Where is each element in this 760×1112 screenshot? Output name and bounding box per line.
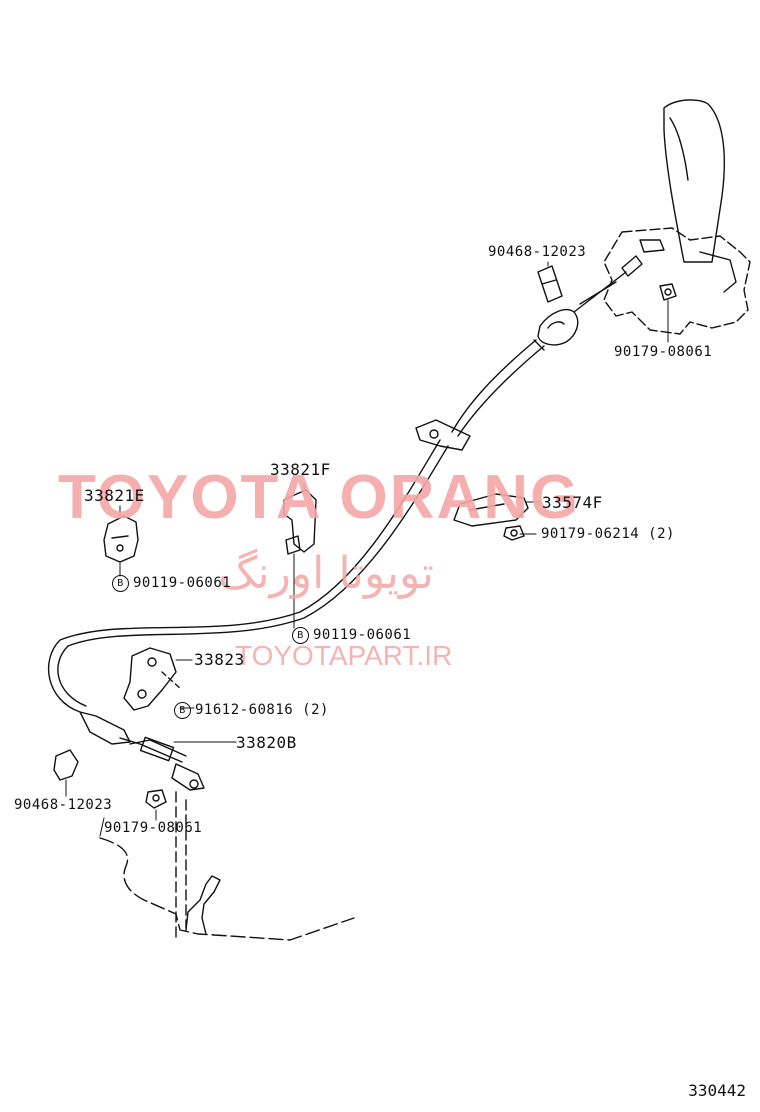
- diagram-code: 330442: [688, 1081, 746, 1100]
- watermark-brand: TOYOTA ORANG: [58, 463, 581, 532]
- bolt-symbol: B: [112, 575, 129, 592]
- label-90179-bottom: 90179-08061: [104, 820, 203, 836]
- nut-90179-bottom: [145, 789, 167, 809]
- shift-cable: [47, 339, 545, 713]
- watermark-brand-fa: تویوتا اورنگ: [218, 548, 434, 599]
- label-33820B: 33820B: [236, 733, 297, 752]
- bolt-symbol: B: [174, 702, 191, 719]
- clip-90468-top: [537, 265, 563, 303]
- transmission-outline: [99, 791, 355, 941]
- cable-grommet: [415, 419, 471, 451]
- label-33821E: 33821E: [84, 486, 145, 505]
- bracket-33823: [123, 647, 183, 711]
- leader-lines: [65, 261, 669, 837]
- label-33823: 33823: [194, 650, 245, 669]
- watermark-site: TOYOTAPART.IR: [235, 640, 453, 671]
- cable-upper-end: [533, 255, 643, 351]
- bracket-33821E: [103, 515, 139, 563]
- nut-90179-06214: [503, 525, 525, 541]
- label-90179-top: 90179-08061: [614, 344, 713, 360]
- nut-90179-top: [659, 283, 677, 301]
- label-90179-06214: 90179-06214 (2): [541, 526, 675, 542]
- shift-lever-knob: [663, 99, 725, 263]
- label-90468-top: 90468-12023: [488, 244, 587, 260]
- shift-lever-housing: [603, 227, 751, 335]
- label-90468-bottom: 90468-12023: [14, 797, 113, 813]
- bolt-symbol: B: [292, 627, 309, 644]
- clip-90468-bottom: [53, 749, 79, 781]
- label-33574F: 33574F: [542, 493, 603, 512]
- plate-33574F: [453, 493, 529, 527]
- bracket-33821F: [283, 489, 317, 555]
- label-33821F: 33821F: [270, 460, 331, 479]
- cable-lower-end: [79, 711, 205, 791]
